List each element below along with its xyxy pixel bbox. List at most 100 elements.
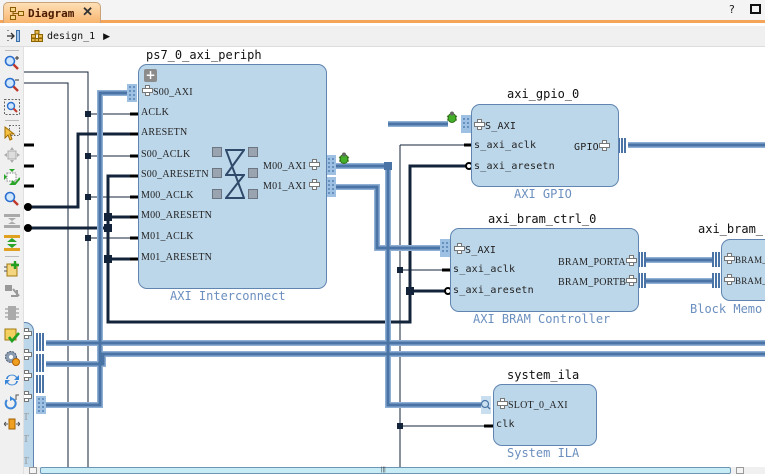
tab-diagram[interactable]: Diagram ✕ [3,2,101,23]
pin-plus-icon [24,328,32,341]
breadcrumb-arrow-icon[interactable]: ▶ [103,30,111,41]
system-ila-block[interactable]: SLOT_0_AXI clk [493,384,597,446]
debug-marker-icon[interactable] [446,111,458,123]
pin-m00-aclk[interactable]: M00_ACLK [141,190,194,201]
breadcrumb: design_1 ▶ [0,26,765,47]
zoom-in-button[interactable] [3,54,21,72]
axi-gpio-block[interactable]: S_AXI s_axi_aclk s_axi_aresetn GPIO [471,104,619,187]
diagram-toolbar [0,47,24,474]
block-title: axi_bram_ [698,222,764,236]
pin-aresetn[interactable]: ARESETN [141,127,188,138]
pinning-button[interactable] [3,282,21,300]
wire-layer [24,71,765,467]
validate-design-icon [4,328,20,344]
maximize-icon[interactable] [750,4,761,14]
pin-m01-aclk[interactable]: M01_ACLK [141,231,194,242]
block-title: ps7_0_axi_periph [146,48,262,62]
plus-icon [142,85,153,96]
toolbar-separator [5,120,19,121]
block-subtitle: Block Memo [690,302,763,316]
breadcrumb-design[interactable]: design_1 [47,30,96,42]
collapse-panel-icon[interactable] [6,29,22,43]
close-icon[interactable]: ✕ [82,4,93,19]
block-memory-block[interactable]: BRAM_ BRAM_ [721,239,765,301]
search-icon [4,191,19,206]
pin-m01-aresetn[interactable]: M01_ARESETN [141,252,213,263]
pin-m00-axi[interactable]: M00_AXI [263,159,320,172]
scroll-thumb[interactable]: ||| [40,467,731,474]
zoom-in-icon [4,55,19,70]
pin-m01-axi[interactable]: M01_AXI [263,179,320,192]
pin-s-axi-aresetn[interactable]: s_axi_aresetn [474,161,555,172]
create-hierarchy-button[interactable] [3,304,21,322]
pin-s00-axi[interactable]: S00_AXI [142,85,193,98]
regenerate-layout-button[interactable] [3,168,21,186]
hierarchy-icon [31,30,43,42]
plus-icon [724,274,735,285]
pin-clk[interactable]: clk [496,419,515,430]
axi-interconnect-block[interactable]: + S00_AXI ACLK ARESETN S00_ACLK S00_ARES… [138,64,327,289]
toolbar-separator [5,256,19,257]
expand-pins-icon [4,418,20,430]
zoom-out-button[interactable] [3,76,21,94]
pin-s-axi[interactable]: S_AXI [454,243,496,256]
search-button[interactable] [3,190,21,208]
crossbar-port-icon [212,189,222,199]
scroll-grip: ||| [381,467,386,473]
diagram-canvas[interactable]: T T T ps7_0_axi_periph + S00_AXI ACLK AR… [24,47,765,467]
debug-marker-icon[interactable] [338,152,350,164]
regenerate-layout-icon [4,169,20,185]
pin-bram-a[interactable]: BRAM_ [724,253,765,265]
block-title: system_ila [507,368,580,382]
pin-s-axi-aclk[interactable]: s_axi_aclk [474,140,537,151]
select-area-button[interactable] [3,124,21,142]
pin-gpio[interactable]: GPIO [574,140,610,153]
pin-bram-b[interactable]: BRAM_ [724,274,765,286]
plus-icon [724,253,735,264]
run-block-automation-button[interactable] [3,349,21,367]
pin-s-axi[interactable]: S_AXI [474,119,516,132]
pin-m00-aresetn[interactable]: M00_ARESETN [141,210,213,221]
validate-design-button[interactable] [3,327,21,345]
diagram-icon [10,6,24,20]
horizontal-scrollbar[interactable]: ||| [24,467,765,474]
expand-all-button[interactable] [3,234,21,252]
pin-s-axi-aclk[interactable]: s_axi_aclk [453,264,516,275]
add-ip-button[interactable] [3,260,21,278]
processing-system-block[interactable]: T T T [24,322,34,467]
run-connection-automation-button[interactable] [3,393,21,411]
crossbar-port-icon [248,147,258,157]
pin-bram-porta[interactable]: BRAM_PORTA [558,255,637,268]
tab-label: Diagram [28,6,75,20]
pin-slot-0-axi[interactable]: SLOT_0_AXI [497,398,568,411]
scroll-right-button[interactable] [736,467,744,474]
axi-bram-controller-block[interactable]: S_AXI s_axi_aclk s_axi_aresetn BRAM_PORT… [450,228,639,312]
collapse-all-button[interactable] [3,212,21,230]
pin-aclk[interactable]: ACLK [141,107,170,118]
plus-icon [474,119,485,130]
pin-s00-aclk[interactable]: S00_ACLK [141,149,191,160]
crossbar-port-icon [248,168,258,178]
pin-s-axi-aresetn[interactable]: s_axi_aresetn [453,285,534,296]
expand-block-button[interactable]: + [144,68,157,82]
select-area-icon [4,125,20,141]
refresh-icon [5,374,19,386]
help-icon[interactable]: ? [729,3,735,16]
expand-all-icon [4,235,20,251]
pin-fragment: T [24,456,30,467]
pinning-icon [5,285,20,297]
probe-icon [480,399,491,410]
pin-bram-portb[interactable]: BRAM_PORTB [558,275,638,288]
expand-pins-button[interactable] [3,415,21,433]
plus-icon [626,275,638,286]
refresh-button[interactable] [3,371,21,389]
gear-icon [5,351,20,366]
scroll-left-button[interactable] [29,467,37,474]
pin-fragment: T [24,412,30,423]
fit-selection-button[interactable] [3,146,21,164]
crossbar-port-icon [212,147,222,157]
zoom-fit-button[interactable] [3,98,21,116]
pin-fragment: T [24,434,30,445]
pin-s00-aresetn[interactable]: S00_ARESETN [141,169,209,180]
